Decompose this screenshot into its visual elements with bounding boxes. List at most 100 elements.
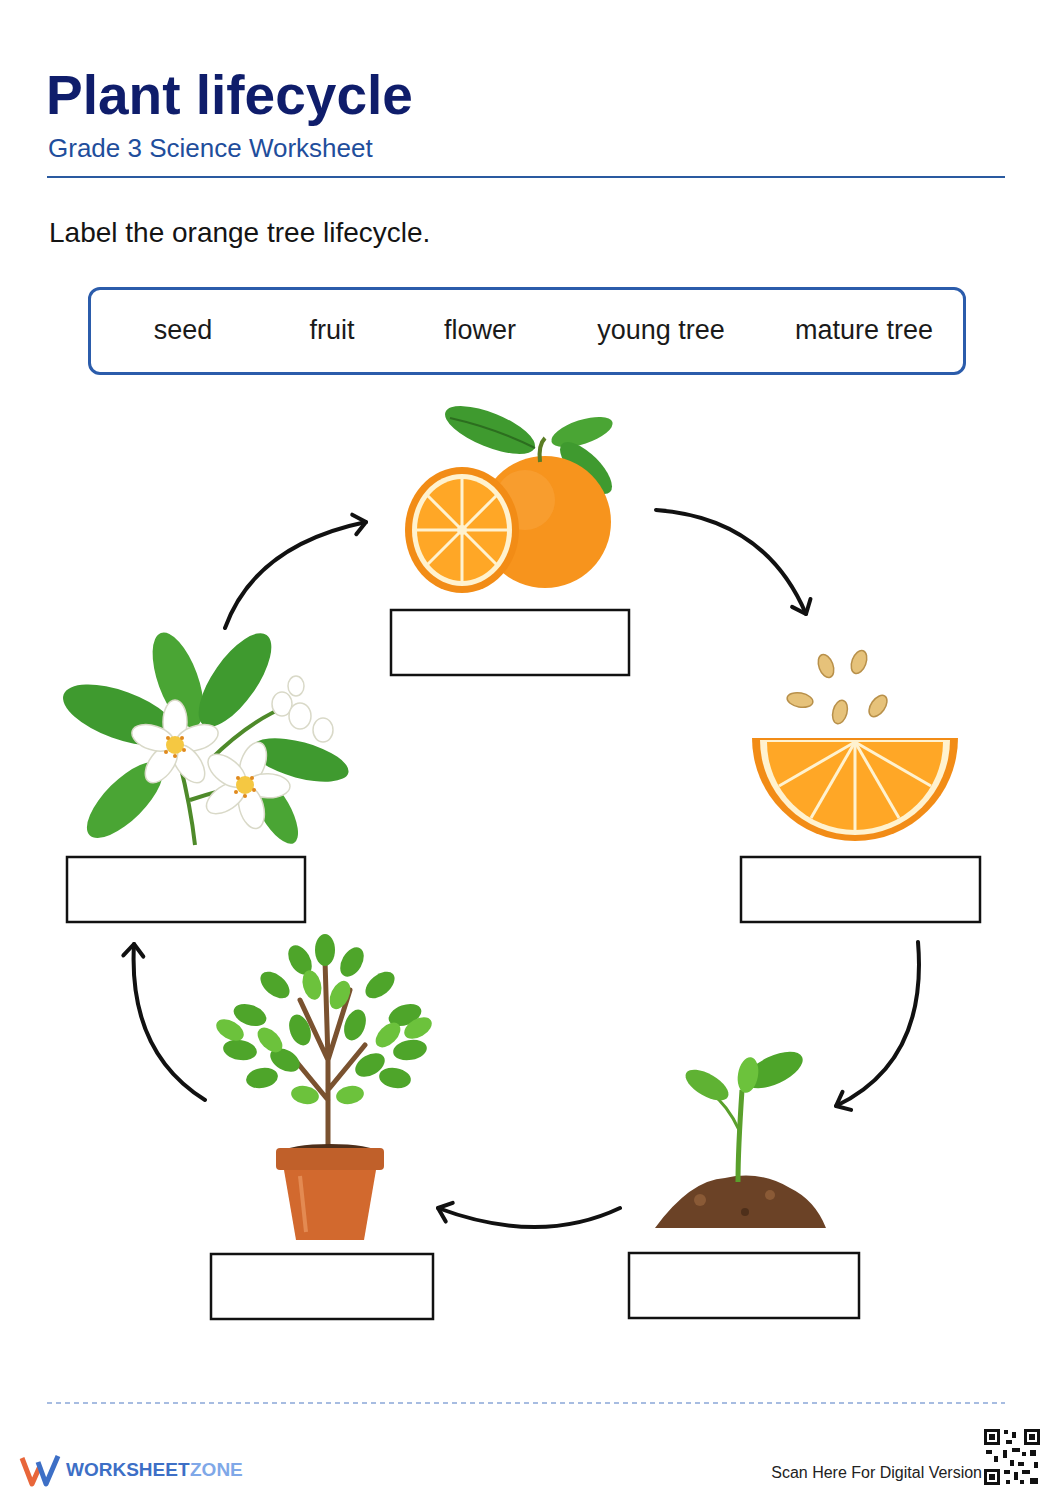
orange-fruit-part-part [417, 529, 462, 532]
potted-tree-part-part [361, 966, 400, 1003]
worksheet-subtitle: Grade 3 Science Worksheet [48, 134, 373, 164]
qr-code-part [1004, 1470, 1010, 1474]
orange-blossom [55, 622, 353, 850]
qr-code-part [1020, 1480, 1024, 1484]
qr-caption: Scan Here For Digital Version [771, 1464, 982, 1482]
logo-mark-part [38, 1456, 58, 1484]
orange-fruit [405, 396, 620, 593]
orange-fruit-part [450, 418, 535, 448]
orange-fruit-part-part [461, 479, 464, 530]
answer-boxes-part [391, 610, 629, 675]
logo-mark-part [22, 1458, 40, 1484]
qr-code-part [984, 1429, 1000, 1445]
orange-seeds-part [752, 738, 958, 841]
orange-blossom-part-part [234, 790, 238, 794]
brand-name: ZONE [190, 1459, 243, 1481]
orange-seeds-part-part [848, 648, 869, 675]
orange-blossom-part [166, 736, 184, 754]
word-bank-term: seed [154, 315, 213, 346]
potted-tree-part-part [335, 943, 368, 981]
orange-fruit-part [540, 438, 545, 462]
potted-tree-part-part [351, 1048, 389, 1081]
cycle-arrows-part [134, 944, 205, 1100]
potted-tree-part-part [256, 966, 295, 1003]
potted-tree-part-part [290, 1084, 321, 1107]
orange-fruit-part-part [461, 530, 464, 581]
qr-code-part [1022, 1470, 1030, 1474]
orange-seeds [752, 648, 958, 841]
qr-code-part [984, 1469, 1000, 1485]
orange-fruit-part-part [426, 494, 462, 530]
potted-tree-part-part [371, 1018, 405, 1052]
word-bank: seedfruitfloweryoung treemature tree [88, 287, 966, 375]
seedling-part [738, 1090, 742, 1182]
orange-blossom-part-part [164, 750, 168, 754]
orange-blossom-part-part [243, 794, 247, 798]
seedling-part [655, 1176, 826, 1228]
qr-code-part [1022, 1452, 1026, 1456]
qr-code-part [1034, 1462, 1038, 1468]
potted-tree-part-part [285, 1012, 315, 1049]
qr-code-part [986, 1450, 992, 1454]
potted-tree-part-part [378, 1065, 413, 1090]
cycle-arrows-part [438, 1208, 620, 1227]
seedling-part [741, 1208, 749, 1216]
potted-tree-part-part [335, 1084, 366, 1107]
footer-rule [47, 1403, 1005, 1404]
potted-tree-part-part [213, 1015, 248, 1046]
qr-code-part [989, 1434, 995, 1440]
qr-code-part [983, 1428, 1041, 1486]
cycle-arrows-part [225, 522, 366, 628]
seedling-part [694, 1194, 706, 1206]
orange-fruit-part [439, 396, 541, 463]
cycle-arrows-part [836, 942, 919, 1106]
instruction-text: Label the orange tree lifecycle. [49, 217, 430, 249]
potted-tree-part-part [340, 1007, 370, 1044]
orange-fruit-part-part [426, 530, 462, 566]
seedling-part [735, 1056, 761, 1095]
potted-tree [213, 934, 436, 1240]
orange-seeds-part [767, 742, 943, 830]
answer-boxes [67, 610, 980, 1319]
orange-blossom-part [164, 736, 256, 798]
qr-code-part [1003, 1450, 1007, 1458]
orange-seeds-part [779, 742, 931, 830]
header-rule-part [47, 176, 1005, 178]
cycle-arrows [134, 510, 919, 1227]
answer-boxes-part [211, 1254, 433, 1319]
qr-code-part [994, 1456, 998, 1462]
qr-code-part [1018, 1462, 1024, 1466]
orange-seeds-part [760, 740, 950, 835]
orange-blossom-part [236, 776, 254, 794]
orange-seeds-part-part [786, 691, 814, 709]
word-bank-term: fruit [309, 315, 354, 346]
orange-blossom-part-part [182, 748, 186, 752]
qr-code-part [987, 1472, 997, 1482]
qr-code [983, 1428, 1041, 1486]
answer-boxes-part [741, 857, 980, 922]
potted-tree-part [300, 1176, 306, 1232]
seedling-part [765, 1190, 775, 1200]
potted-tree-part-part [222, 1037, 259, 1063]
orange-blossom-part-part [180, 736, 184, 740]
potted-tree-part-part [392, 1037, 429, 1063]
potted-tree-part-part [326, 978, 355, 1013]
qr-code-part [987, 1432, 997, 1442]
orange-blossom-part-part [252, 788, 256, 792]
orange-blossom-part-part [173, 754, 177, 758]
orange-seeds-part-part [854, 742, 857, 830]
orange-blossom-part-part [313, 718, 333, 742]
potted-tree-part-part [299, 968, 324, 1002]
orange-blossom-part-part [236, 776, 240, 780]
orange-seeds-part-part [815, 652, 836, 679]
orange-blossom-part [185, 622, 284, 737]
qr-code-part [1027, 1432, 1037, 1442]
potted-tree-part [276, 1148, 384, 1170]
word-bank-term: mature tree [795, 315, 933, 346]
potted-tree-part-part [401, 1013, 436, 1044]
qr-code-part [1004, 1430, 1008, 1434]
orange-seeds-part [786, 648, 891, 725]
answer-boxes-part [629, 1253, 859, 1318]
potted-tree-part [284, 1170, 376, 1240]
